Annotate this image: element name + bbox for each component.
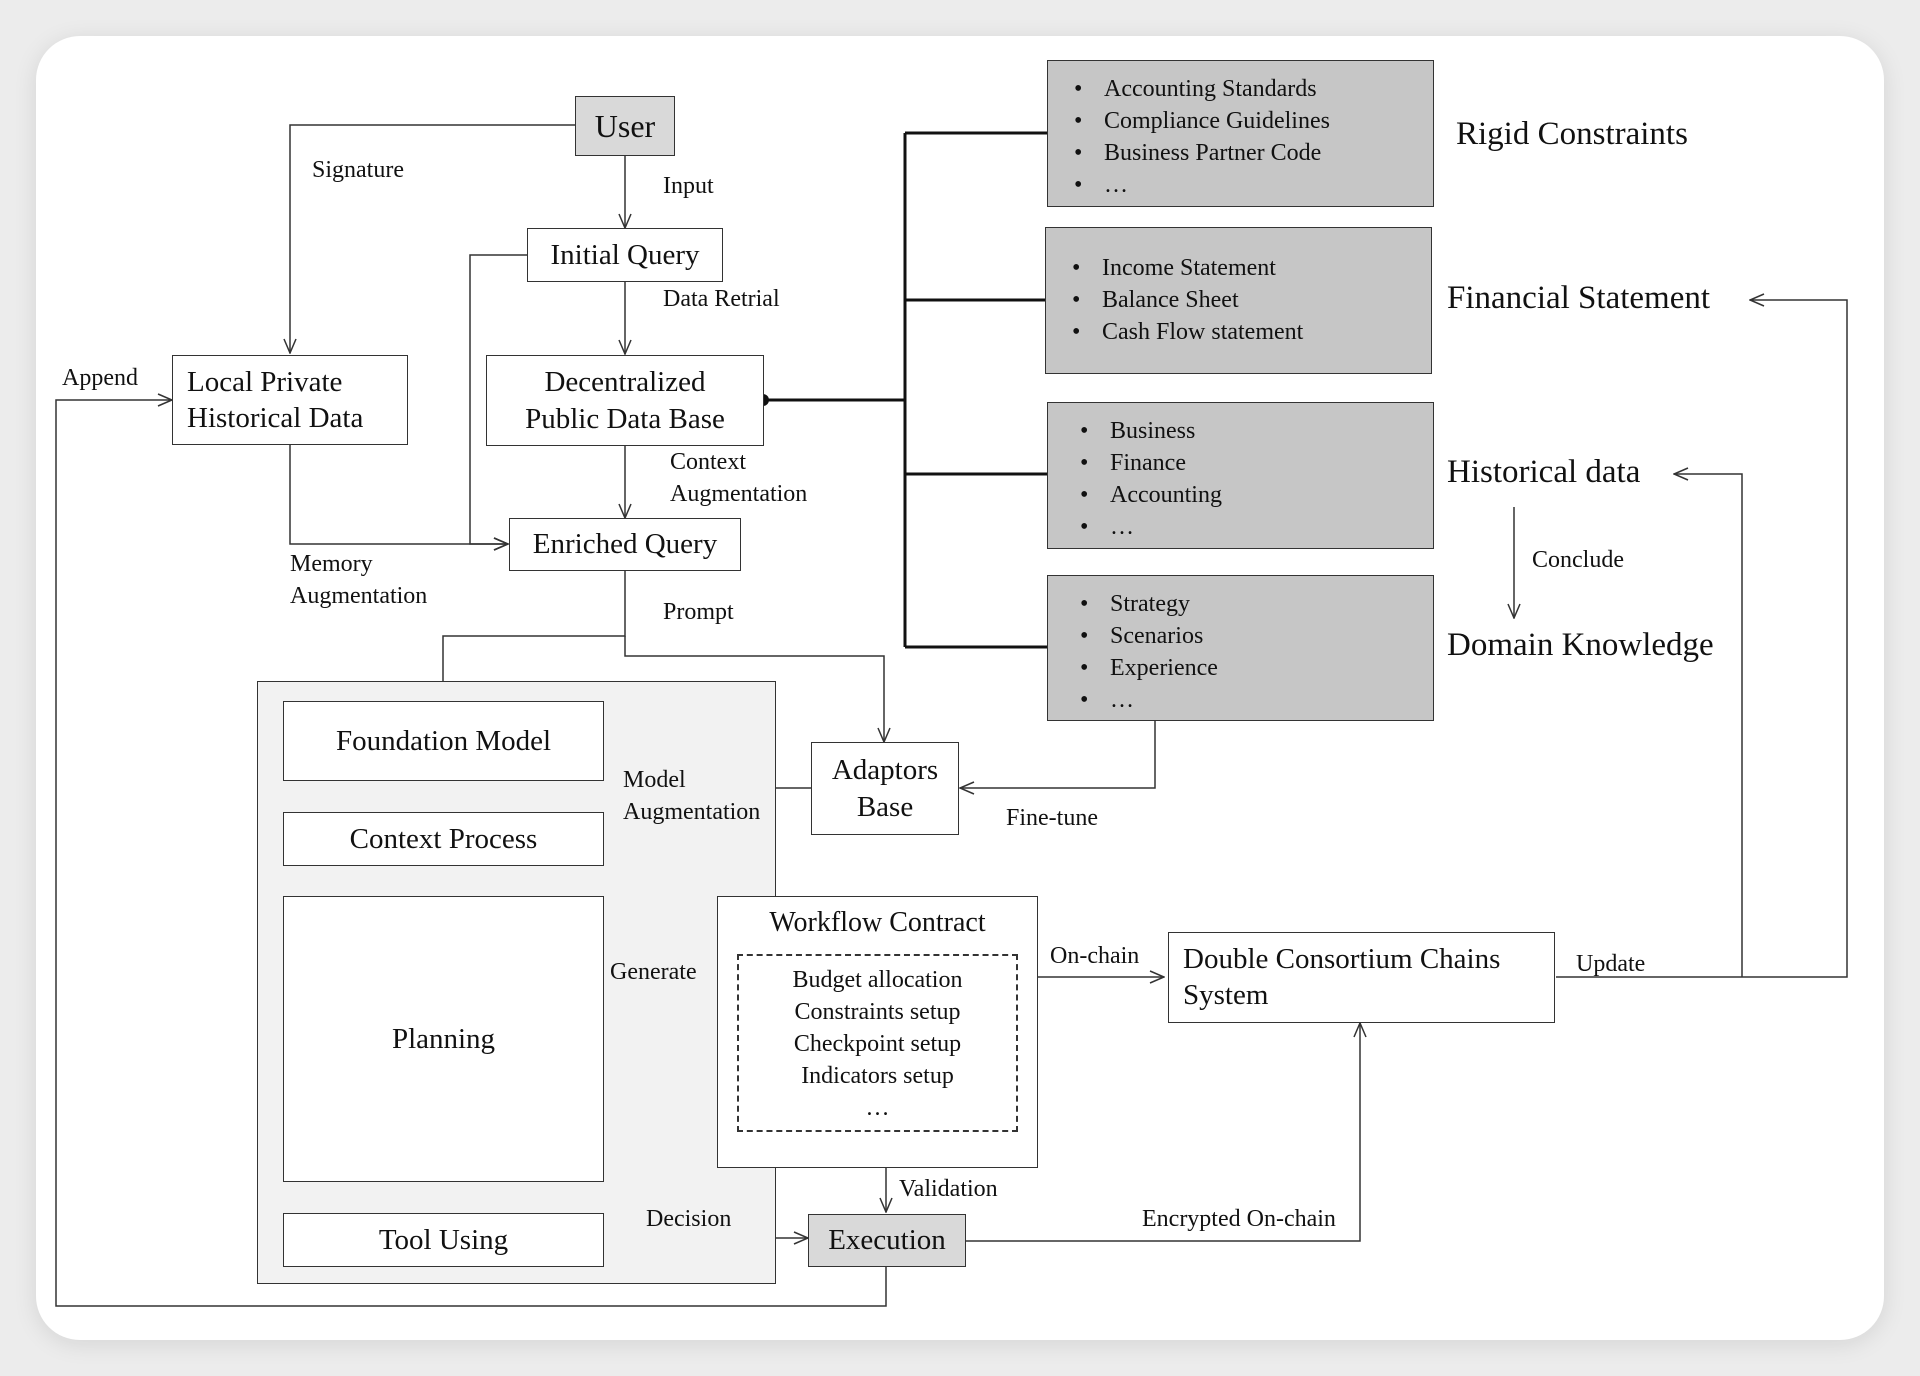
execution-label: Execution <box>828 1224 946 1257</box>
tool-using-node: Tool Using <box>283 1213 604 1267</box>
workflow-item: Indicators setup <box>801 1063 954 1089</box>
model-aug-line1: Model <box>623 767 686 793</box>
memory-aug-line1: Memory <box>290 551 373 577</box>
consortium-line2: System <box>1183 979 1269 1012</box>
foundation-model-label: Foundation Model <box>335 724 552 757</box>
financial-statement-list: Income Statement Balance Sheet Cash Flow… <box>1045 227 1432 374</box>
foundation-model-node: Foundation Model <box>283 701 604 781</box>
historical-data-title: Historical data <box>1447 454 1641 490</box>
adaptors-line2: Base <box>856 790 914 823</box>
list-item: Strategy <box>1080 588 1433 620</box>
list-item: Scenarios <box>1080 620 1433 652</box>
local-private-line2: Historical Data <box>187 402 364 435</box>
list-item: Business Partner Code <box>1074 137 1433 169</box>
decision-label: Decision <box>646 1206 732 1232</box>
signature-label: Signature <box>312 157 404 183</box>
rigid-constraints-title: Rigid Constraints <box>1456 116 1688 152</box>
workflow-item: … <box>865 1095 890 1121</box>
edge-encrypted-on-chain <box>966 1023 1360 1242</box>
decentralized-line1: Decentralized <box>544 366 706 399</box>
list-item: Accounting Standards <box>1074 73 1433 105</box>
model-aug-line2: Augmentation <box>623 799 761 826</box>
validation-label: Validation <box>899 1176 998 1202</box>
enriched-query-label: Enriched Query <box>532 528 718 561</box>
planning-node: Planning <box>283 896 604 1182</box>
historical-data-list: Business Finance Accounting … <box>1047 402 1434 549</box>
context-process-node: Context Process <box>283 812 604 866</box>
domain-knowledge-list: Strategy Scenarios Experience … <box>1047 575 1434 721</box>
generate-label: Generate <box>610 959 697 985</box>
edge-prompt-to-adaptors <box>624 636 884 742</box>
workflow-item: Checkpoint setup <box>793 1031 962 1057</box>
list-item: Accounting <box>1080 479 1433 511</box>
memory-augmentation-label: Memory Augmentation <box>290 548 427 613</box>
edge-update-historical <box>1674 474 1743 977</box>
edge-data-base-bracket <box>763 131 1047 649</box>
workflow-contract-node: Workflow Contract <box>717 896 1038 1168</box>
edge-update <box>1556 300 1848 978</box>
consortium-line1: Double Consortium Chains <box>1183 943 1501 975</box>
execution-node: Execution <box>808 1214 966 1267</box>
consortium-chains-node: Double Consortium Chains System <box>1168 932 1555 1023</box>
encrypted-on-chain-label: Encrypted On-chain <box>1142 1206 1336 1232</box>
list-item: Cash Flow statement <box>1072 316 1431 348</box>
edge-fine-tune <box>960 721 1156 788</box>
local-private-data-node: Local Private Historical Data <box>172 355 408 445</box>
append-label: Append <box>62 365 138 391</box>
memory-aug-line2: Augmentation <box>290 583 428 610</box>
user-node: User <box>575 96 675 156</box>
fine-tune-label: Fine-tune <box>1006 805 1098 831</box>
workflow-contract-title: Workflow Contract <box>769 907 986 938</box>
data-retrial-label: Data Retrial <box>663 286 780 312</box>
update-label: Update <box>1576 951 1646 977</box>
model-augmentation-label: Model Augmentation <box>623 764 760 829</box>
initial-query-node: Initial Query <box>527 228 723 282</box>
edge-memory-augmentation <box>289 445 508 544</box>
list-item: Finance <box>1080 447 1433 479</box>
conclude-label: Conclude <box>1532 547 1624 573</box>
workflow-items-box: Budget allocation Constraints setup Chec… <box>737 954 1018 1132</box>
input-label: Input <box>663 173 714 199</box>
on-chain-label: On-chain <box>1050 943 1140 969</box>
list-item: … <box>1074 169 1433 201</box>
local-private-line1: Local Private <box>187 366 343 398</box>
workflow-item: Budget allocation <box>792 967 963 993</box>
edge-signature <box>290 124 575 353</box>
adaptors-line1: Adaptors <box>831 754 939 787</box>
tool-using-label: Tool Using <box>378 1223 509 1256</box>
initial-query-label: Initial Query <box>550 238 700 271</box>
rigid-constraints-list: Accounting Standards Compliance Guidelin… <box>1047 60 1434 207</box>
planning-label: Planning <box>391 1022 496 1055</box>
context-augmentation-label: Context Augmentation <box>670 446 807 511</box>
context-aug-line1: Context <box>670 449 746 475</box>
context-aug-line2: Augmentation <box>670 481 808 508</box>
adaptors-base-node: Adaptors Base <box>811 742 959 835</box>
decentralized-data-base-node: Decentralized Public Data Base <box>486 355 764 446</box>
list-item: Experience <box>1080 652 1433 684</box>
list-item: Balance Sheet <box>1072 284 1431 316</box>
context-process-label: Context Process <box>349 822 538 855</box>
list-item: Business <box>1080 415 1433 447</box>
list-item: … <box>1080 511 1433 543</box>
edge-append <box>55 400 887 1307</box>
list-item: Compliance Guidelines <box>1074 105 1433 137</box>
edge-prompt <box>443 571 626 700</box>
domain-knowledge-title: Domain Knowledge <box>1447 627 1714 663</box>
user-label: User <box>594 108 656 144</box>
workflow-item: Constraints setup <box>794 999 961 1025</box>
list-item: … <box>1080 684 1433 716</box>
financial-statement-title: Financial Statement <box>1447 280 1711 316</box>
enriched-query-node: Enriched Query <box>509 518 741 571</box>
list-item: Income Statement <box>1072 252 1431 284</box>
decentralized-line2: Public Data Base <box>525 402 725 435</box>
prompt-label: Prompt <box>663 599 734 625</box>
